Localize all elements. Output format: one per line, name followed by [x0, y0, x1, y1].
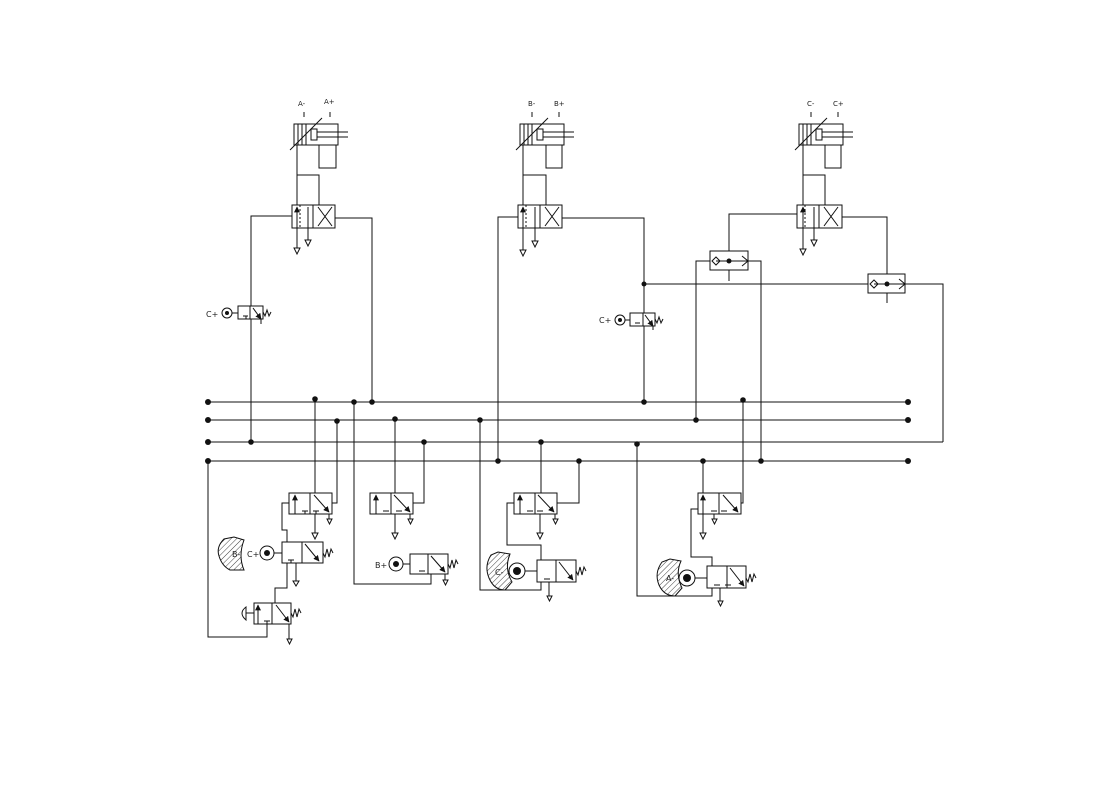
supply-buses [205, 396, 943, 464]
logic-valve-3 [479, 420, 580, 591]
sensor-c-plus-bottom: C+ [247, 541, 334, 603]
cylinder-a-minus-label: A- [298, 100, 306, 108]
logic-valve-2 [353, 402, 432, 585]
sensor-a-minus-label: A- [666, 574, 674, 583]
sensor-b-minus: B- [217, 536, 245, 571]
main-valve-b [517, 204, 563, 258]
cylinder-c: C- C+ [794, 100, 853, 151]
cylinder-a: A- A+ [289, 98, 348, 151]
sensor-c-plus-middle-label: C+ [599, 316, 611, 325]
sensor-b-plus-label: B+ [375, 561, 387, 570]
cylinder-b-plus-label: B+ [554, 100, 565, 108]
shuttle-valve-left [695, 250, 762, 461]
sensor-c-minus: C- [486, 551, 587, 603]
sensor-b-minus-label: B- [232, 550, 240, 559]
sensor-c-plus-left: C+ [206, 305, 272, 324]
sensor-c-minus-label: C- [495, 568, 504, 577]
shuttle-valve-right [641, 273, 944, 442]
manual-start-valve [207, 461, 302, 646]
cylinder-a-plus-label: A+ [324, 98, 335, 106]
logic-valve-1 [281, 399, 338, 542]
cylinder-pipes [296, 145, 842, 205]
main-valve-c [796, 204, 843, 257]
sensor-c-plus-left-label: C+ [206, 310, 218, 319]
main-valve-a [291, 204, 336, 256]
sensor-c-plus-bottom-label: C+ [247, 550, 259, 559]
cylinder-c-minus-label: C- [807, 100, 815, 108]
pilot-lines [250, 213, 888, 461]
cylinder-b-minus-label: B- [528, 100, 536, 108]
cylinder-b: B- B+ [515, 100, 574, 151]
cylinder-c-plus-label: C+ [833, 100, 844, 108]
sensor-c-plus-middle: C+ [599, 312, 664, 330]
sensor-a-minus: A- [656, 558, 757, 608]
sensor-b-plus: B+ [375, 553, 459, 587]
